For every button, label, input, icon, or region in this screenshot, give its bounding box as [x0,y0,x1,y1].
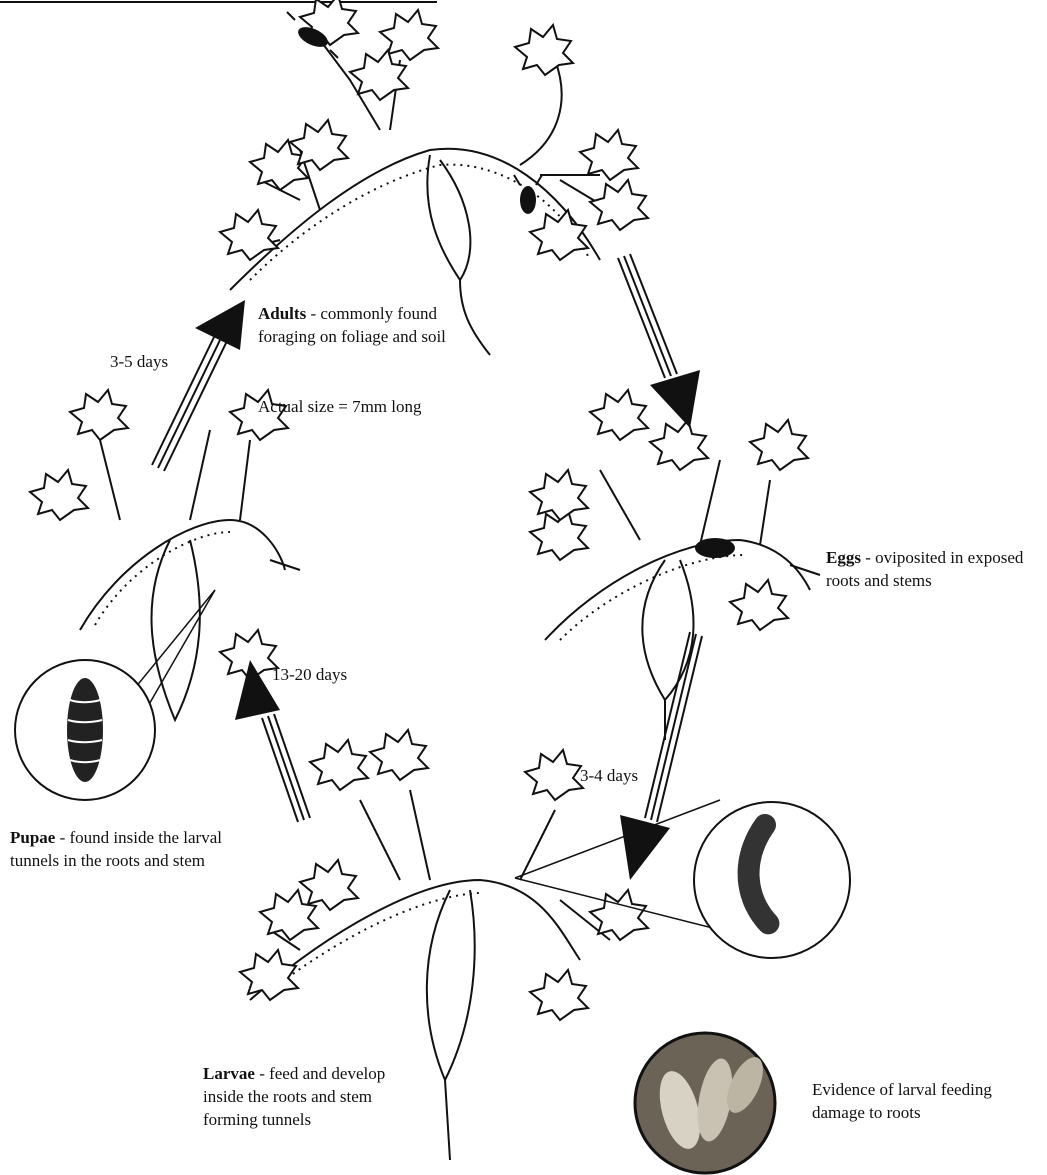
duration-larvae-to-pupae: 13-20 days [272,665,347,685]
duration-eggs-to-larvae: 3-4 days [580,766,638,786]
larvae-label: Larvae - feed and develop inside the roo… [203,1062,413,1131]
adults-stage-name: Adults [258,304,306,323]
arrow-eggs-to-larvae [620,632,702,880]
pupae-label: Pupae - found inside the larval tunnels … [10,826,250,872]
photo-caption: Evidence of larval feeding damage to roo… [812,1078,1037,1124]
larva-inset-circle [515,800,850,958]
eggs-stage-name: Eggs [826,548,861,567]
duration-pupae-to-adults: 3-5 days [110,352,168,372]
adults-size-note: Actual size = 7mm long [258,397,422,417]
eggs-label: Eggs - oviposited in exposed roots and s… [826,546,1041,592]
pupa-icon [67,678,103,782]
egg-laying-weevil-icon [695,538,735,558]
root-damage-photo [635,1033,775,1173]
arrow-pupae-to-adults [152,300,245,471]
pupae-stage-name: Pupae [10,828,55,847]
larvae-stage-name: Larvae [203,1064,255,1083]
eggs-plant-illustration [530,390,820,740]
adults-label: Adults - commonly found foraging on foli… [258,302,468,348]
